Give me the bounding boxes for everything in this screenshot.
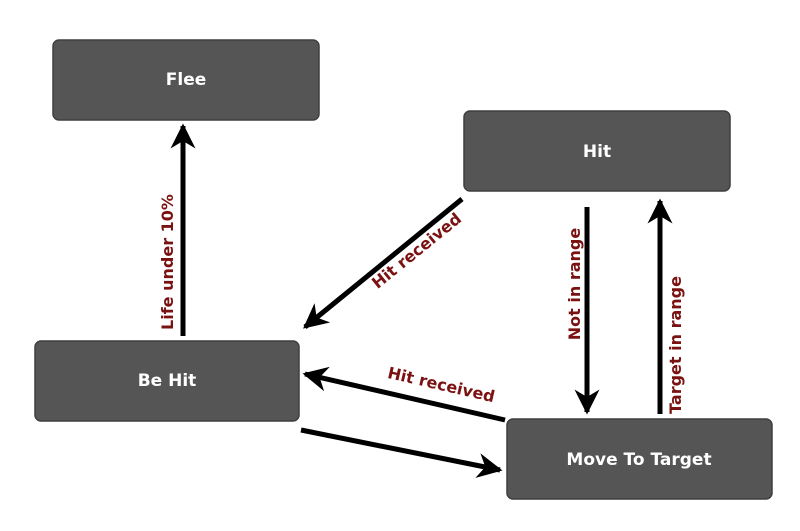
state-be-hit: Be Hit <box>34 340 300 422</box>
state-hit-box <box>463 110 731 192</box>
edge-move-to-behit-arrow <box>302 366 506 423</box>
edge-move-to-behit: Hit received <box>302 363 506 423</box>
state-hit: Hit <box>463 110 731 192</box>
edge-hit-to-move: Not in range <box>565 207 600 415</box>
edge-hit-to-behit-label: Hit received <box>368 209 465 293</box>
state-move-to-target: Move To Target <box>506 418 773 500</box>
edge-behit-to-move <box>300 427 503 478</box>
state-be-hit-label: Be Hit <box>138 371 197 391</box>
state-hit-label: Hit <box>583 142 611 162</box>
edge-move-to-behit-label: Hit received <box>386 363 497 406</box>
edge-behit-to-flee: Life under 10% <box>158 123 196 336</box>
edge-move-to-hit-label: Target in range <box>666 276 685 414</box>
state-flee-box <box>52 39 320 121</box>
edge-hit-to-move-label: Not in range <box>565 228 584 341</box>
state-be-hit-box <box>34 340 300 422</box>
edge-behit-to-move-arrow <box>300 427 503 478</box>
edge-hit-to-behit-arrow <box>303 197 464 329</box>
edge-move-to-hit: Target in range <box>647 198 685 414</box>
edge-behit-to-flee-label: Life under 10% <box>158 194 177 330</box>
edge-hit-to-behit: Hit received <box>303 197 465 329</box>
state-move-to-target-label: Move To Target <box>566 450 711 470</box>
state-flee-label: Flee <box>166 70 207 90</box>
state-flee: Flee <box>52 39 320 121</box>
state-move-to-target-box <box>506 418 773 500</box>
